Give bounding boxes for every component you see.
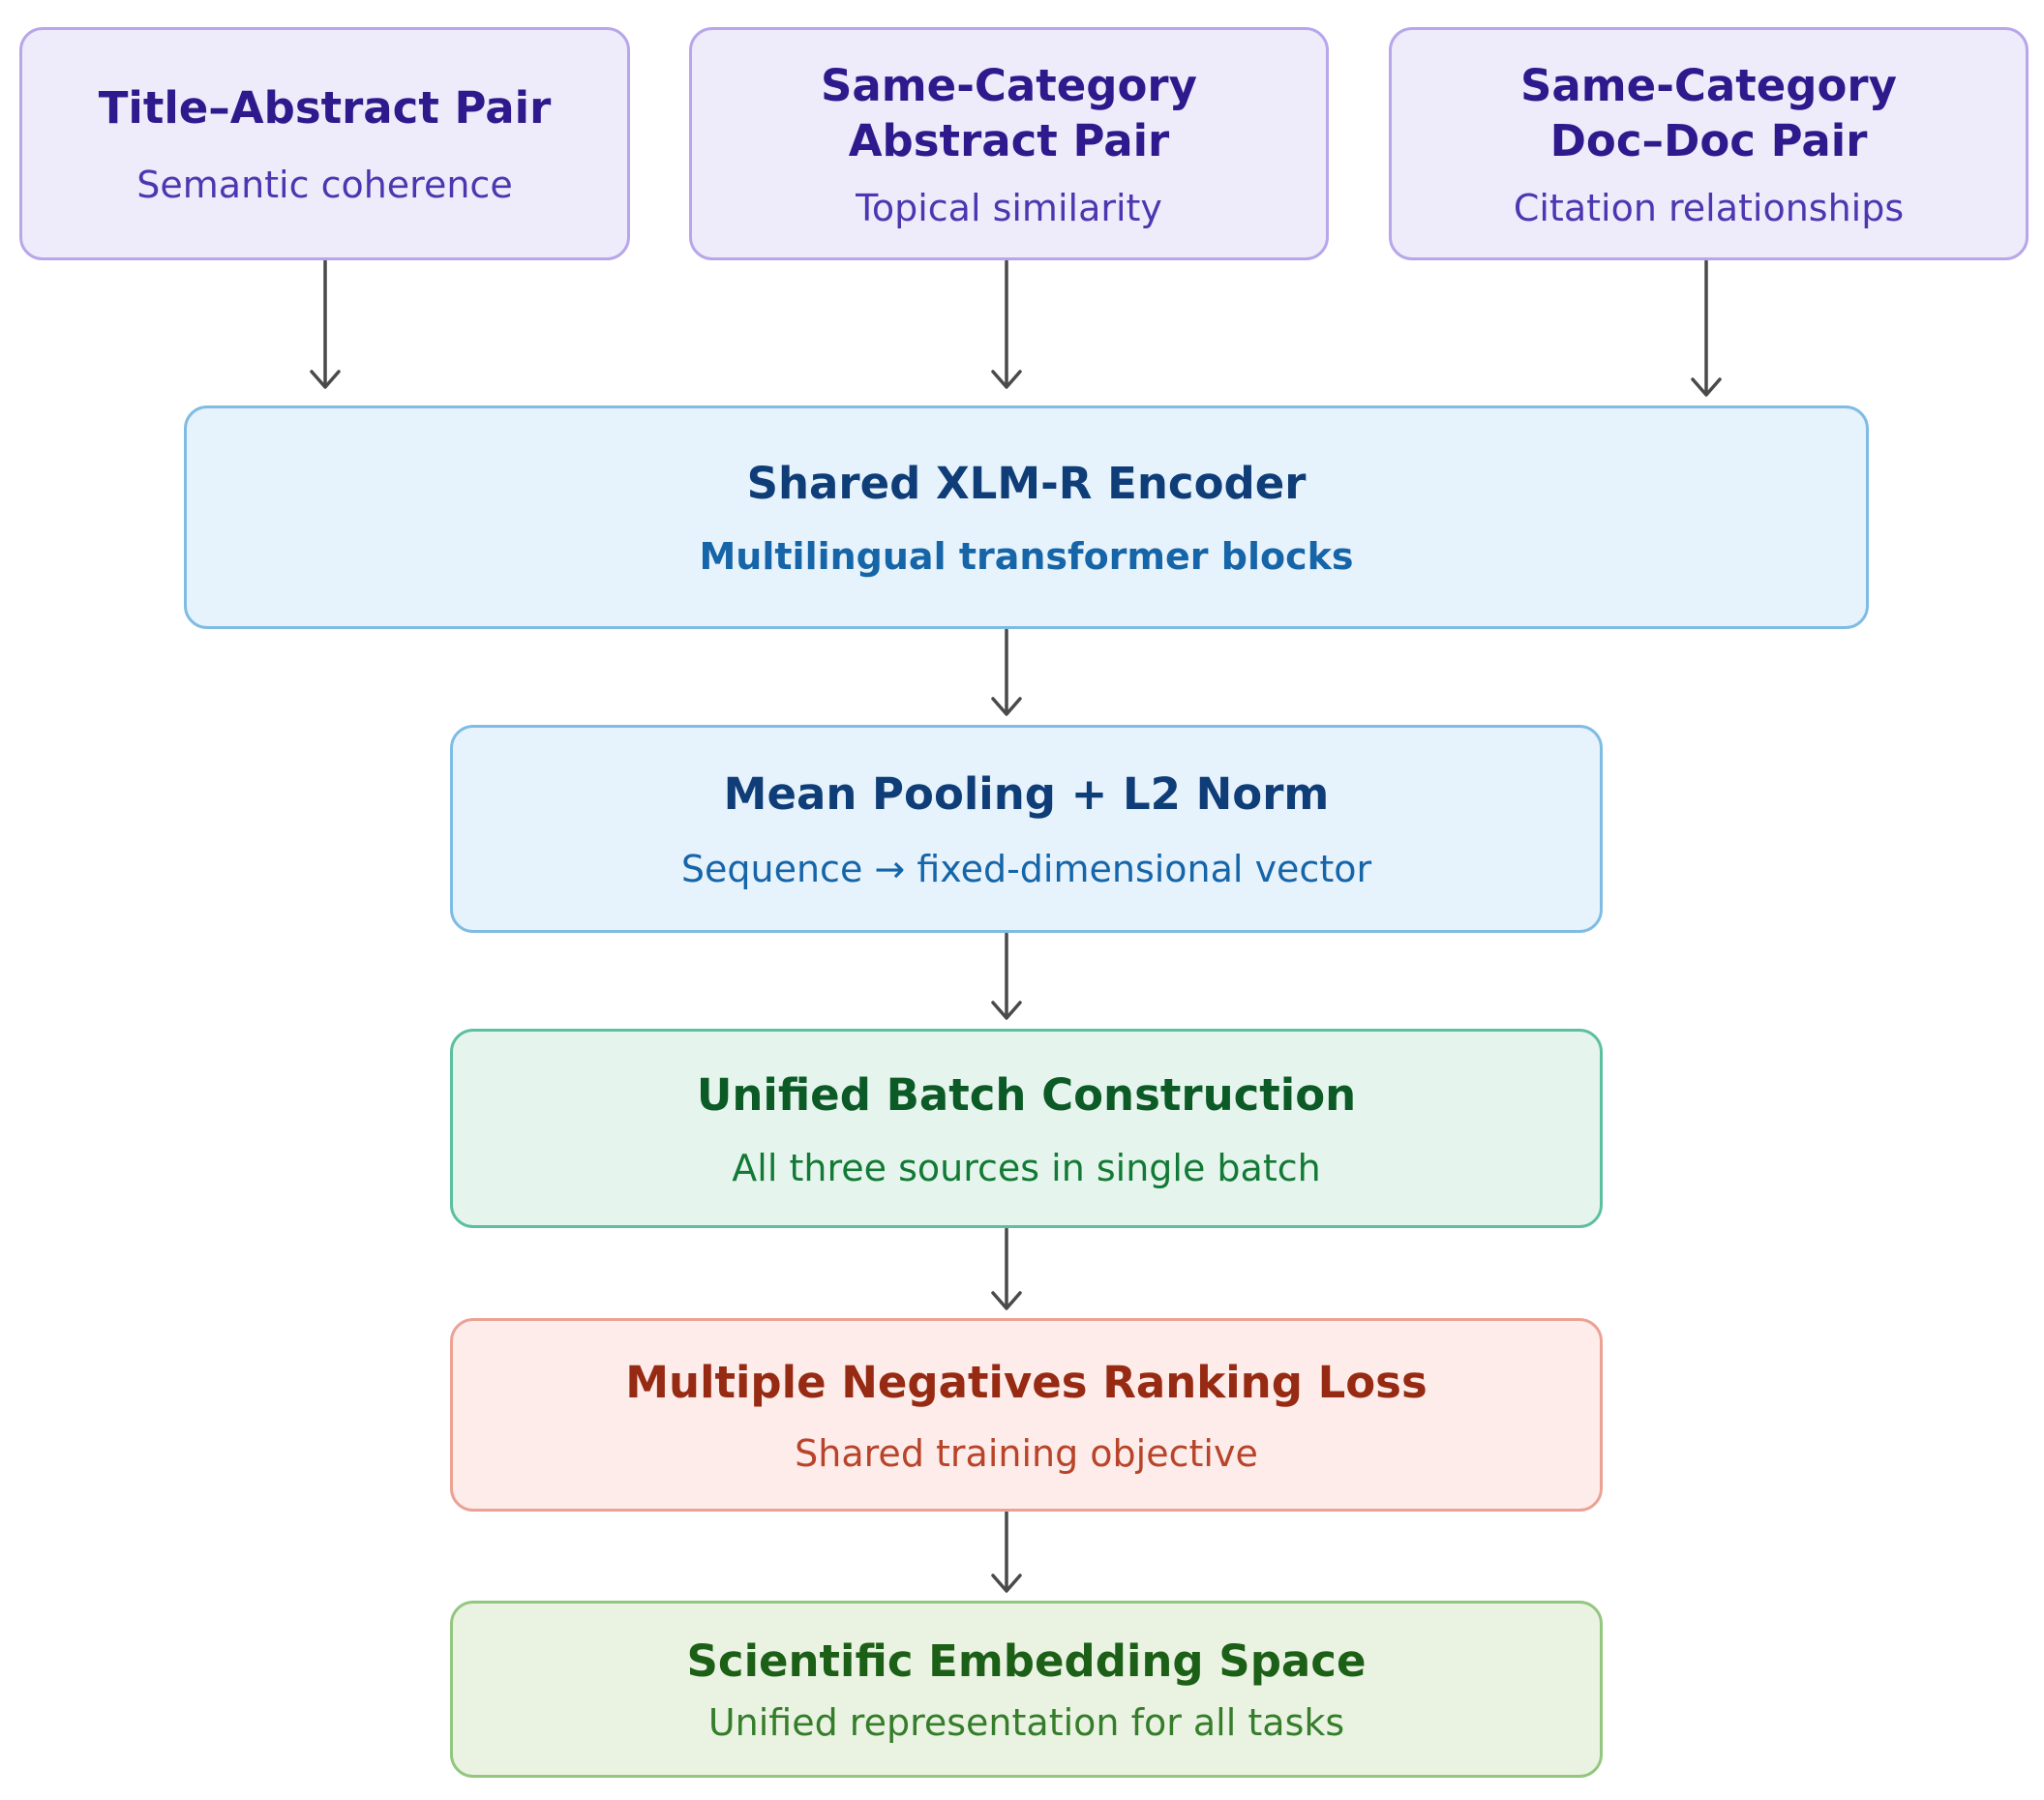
- embedding-title: Scientific Embedding Space: [686, 1635, 1367, 1687]
- source-title: Title–Abstract Pair: [98, 82, 552, 134]
- batch-box: Unified Batch Construction All three sou…: [450, 1029, 1603, 1228]
- encoder-subtitle: Multilingual transformer blocks: [699, 535, 1354, 578]
- arrow-abstract-pair-to-encoder: [991, 259, 1022, 389]
- embedding-box: Scientific Embedding Space Unified repre…: [450, 1601, 1603, 1778]
- arrow-batch-to-loss: [991, 1227, 1022, 1310]
- source-box-title-abstract: Title–Abstract Pair Semantic coherence: [19, 27, 630, 260]
- source-subtitle: Topical similarity: [856, 186, 1162, 229]
- source-subtitle: Citation relationships: [1513, 186, 1905, 229]
- arrow-pooling-to-batch: [991, 932, 1022, 1020]
- arrow-loss-to-embedding: [991, 1511, 1022, 1593]
- source-title: Same-Category Abstract Pair: [821, 59, 1197, 166]
- pooling-box: Mean Pooling + L2 Norm Sequence → fixed-…: [450, 725, 1603, 933]
- arrow-encoder-to-pooling: [991, 628, 1022, 716]
- loss-title: Multiple Negatives Ranking Loss: [625, 1356, 1428, 1408]
- batch-subtitle: All three sources in single batch: [732, 1146, 1321, 1189]
- arrow-title-abstract-to-encoder: [310, 259, 341, 389]
- encoder-title: Shared XLM-R Encoder: [746, 458, 1307, 509]
- source-subtitle: Semantic coherence: [136, 164, 513, 206]
- loss-box: Multiple Negatives Ranking Loss Shared t…: [450, 1318, 1603, 1512]
- pooling-subtitle: Sequence → fixed-dimensional vector: [680, 848, 1372, 890]
- encoder-box: Shared XLM-R Encoder Multilingual transf…: [184, 405, 1869, 629]
- source-box-abstract-pair: Same-Category Abstract Pair Topical simi…: [689, 27, 1329, 260]
- batch-title: Unified Batch Construction: [696, 1068, 1357, 1121]
- pooling-title: Mean Pooling + L2 Norm: [723, 768, 1330, 820]
- embedding-subtitle: Unified representation for all tasks: [707, 1701, 1345, 1744]
- arrow-doc-pair-to-encoder: [1691, 259, 1722, 397]
- source-title: Same-Category Doc–Doc Pair: [1520, 59, 1897, 166]
- loss-subtitle: Shared training objective: [795, 1431, 1258, 1475]
- source-box-doc-doc-pair: Same-Category Doc–Doc Pair Citation rela…: [1389, 27, 2029, 260]
